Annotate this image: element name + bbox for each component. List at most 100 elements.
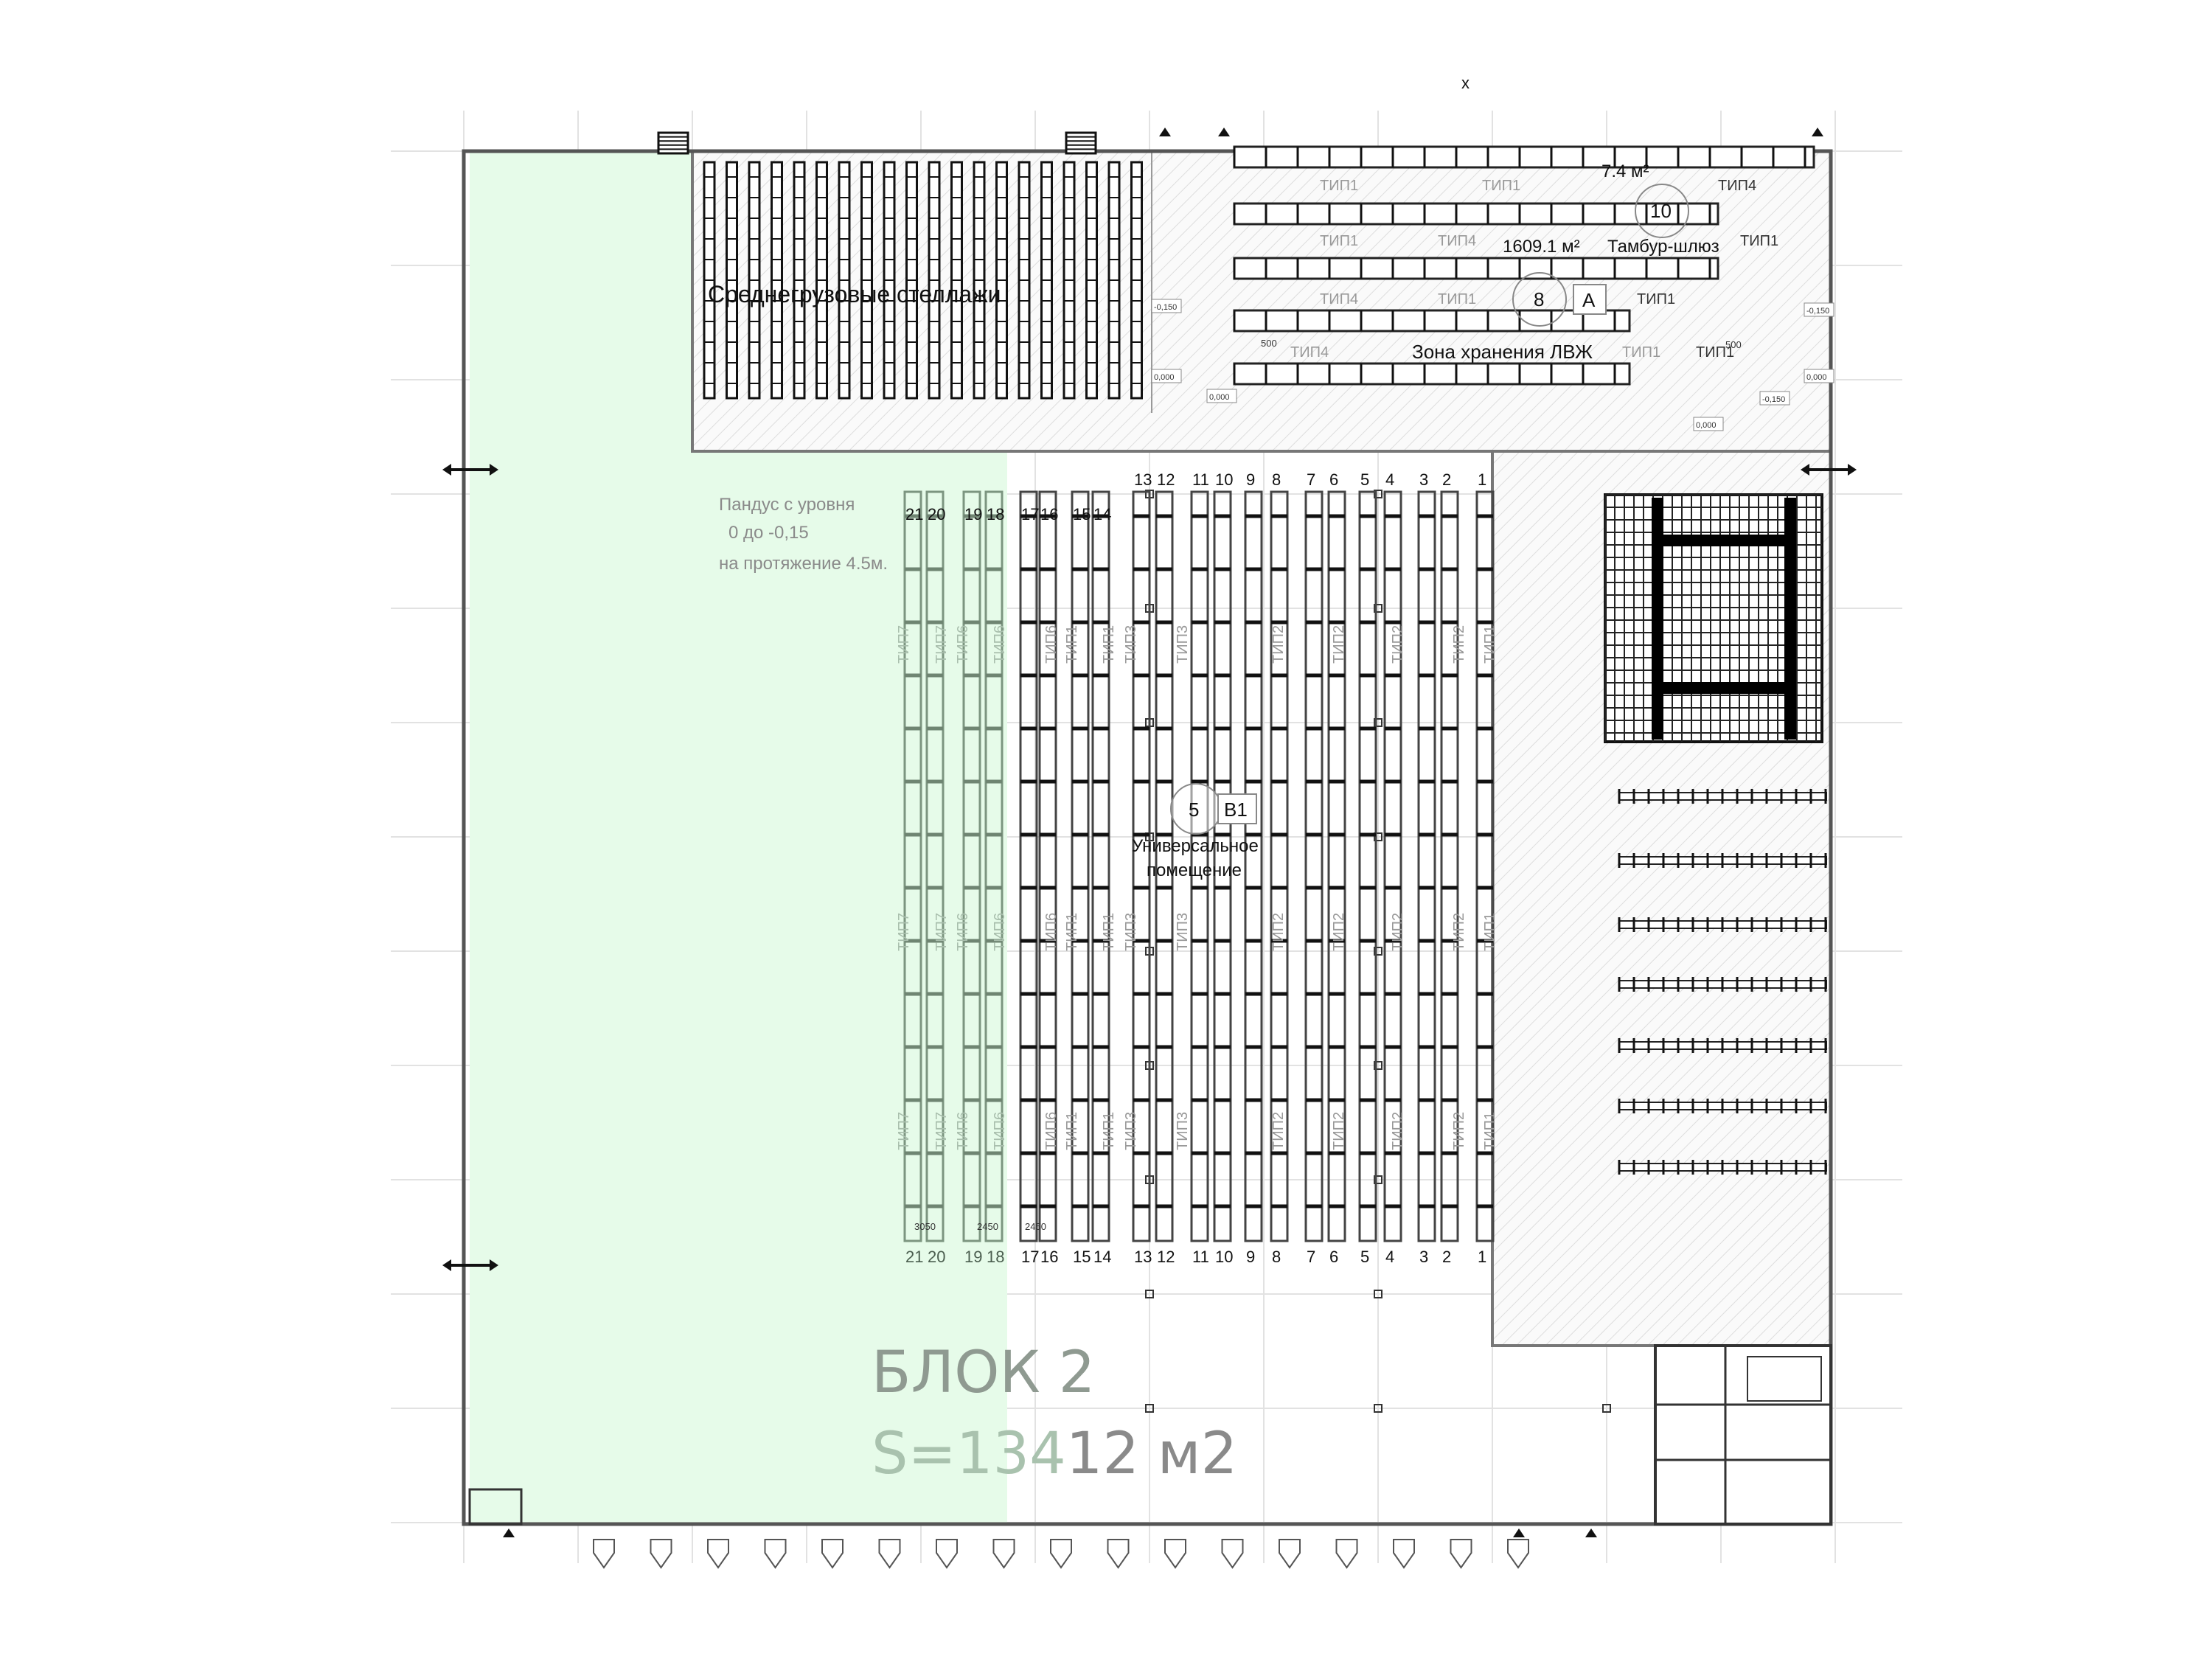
office-block [1654, 1344, 1832, 1526]
rack-type-label: ТИП2 [1390, 913, 1406, 951]
dock-door-icon [650, 1539, 672, 1569]
block-title: БЛОК 2 [872, 1340, 1095, 1406]
row-number-top: 21 [905, 505, 923, 524]
pallet-aisle [1784, 498, 1796, 740]
column-marker [1374, 490, 1382, 498]
rack-type-label: ТИП6 [955, 1112, 971, 1150]
lvzh-type-label: ТИП1 [1637, 291, 1675, 307]
dock-door-icon [1335, 1539, 1358, 1569]
universal-name-1: Универсальное [1132, 836, 1259, 856]
row-number-top: 14 [1093, 505, 1111, 524]
main-rack [1475, 490, 1495, 1242]
dock-door-icon [764, 1539, 787, 1569]
dimension-label: 500 [1261, 338, 1277, 349]
rack-type-label: ТИП2 [1451, 1112, 1467, 1150]
elevation-mark: 0,000 [1696, 421, 1717, 430]
main-rack [1270, 490, 1289, 1242]
rack-type-label: ТИП6 [1043, 913, 1060, 951]
pallet-aisle [1652, 498, 1663, 740]
exit-arrow-icon [1218, 128, 1230, 136]
building-outline [462, 149, 1833, 1526]
column-marker [1374, 718, 1382, 727]
column-marker [1374, 1061, 1382, 1070]
dock-door-icon [878, 1539, 901, 1569]
main-rack [1190, 490, 1209, 1242]
dimension-label: 3050 [914, 1221, 936, 1232]
dock-door-icon [593, 1539, 615, 1569]
rack-type-label: ТИП3 [1175, 913, 1191, 951]
column-marker [1374, 947, 1382, 956]
main-rack [1071, 490, 1090, 1242]
rack-type-label: ТИП7 [896, 913, 912, 951]
row-number-bottom: 20 [928, 1248, 945, 1266]
lvzh-type-label: ТИП1 [1320, 233, 1358, 249]
main-rack [984, 490, 1004, 1242]
rack-type-label: ТИП7 [896, 625, 912, 664]
dimension-label: 500 [1725, 339, 1742, 350]
lvzh-area-small: 7.4 м² [1601, 161, 1649, 181]
row-number-top: 2 [1442, 470, 1451, 489]
main-rack [1440, 490, 1459, 1242]
medium-racks-label: Среднегрузовые стеллажи [708, 281, 1001, 307]
rack-type-label: ТИП1 [1064, 1112, 1080, 1150]
dock-door-icon [1450, 1539, 1472, 1569]
rack-type-label: ТИП1 [1101, 625, 1117, 664]
universal-room-number: 5 [1189, 799, 1199, 821]
rack-type-label: ТИП3 [1175, 1112, 1191, 1150]
dock-door-icon [1507, 1539, 1529, 1569]
universal-name-2: помещение [1147, 860, 1242, 880]
row-number-bottom: 15 [1073, 1248, 1091, 1266]
rack-type-label: ТИП2 [1331, 913, 1347, 951]
rack-type-label: ТИП6 [955, 625, 971, 664]
lvzh-type-label: ТИП1 [1696, 344, 1734, 361]
elevation-box [1151, 369, 1182, 383]
lvzh-type-label: ТИП4 [1320, 291, 1358, 307]
corner-room [468, 1488, 523, 1526]
elevation-mark: -0,150 [1806, 307, 1829, 316]
row-number-bottom: 2 [1442, 1248, 1451, 1266]
stair-icon [657, 131, 689, 155]
row-number-top: 12 [1157, 470, 1175, 489]
main-rack [1091, 490, 1110, 1242]
rack-type-labels: ТИП7ТИП7ТИП7ТИП7ТИП7ТИП7ТИП6ТИП6ТИП6ТИП6… [896, 178, 1778, 1150]
exit-arrow-icon [1812, 128, 1823, 136]
exit-arrows [442, 128, 1857, 1537]
block-area-suffix: 12 м2 [1066, 1421, 1238, 1487]
row-number-top: 11 [1192, 470, 1209, 489]
main-rack [962, 490, 981, 1242]
lvzh-type-label: ТИП4 [1718, 178, 1756, 194]
room-number-circle [1635, 184, 1689, 238]
rack-type-label: ТИП6 [1043, 625, 1060, 664]
row-number-top: 5 [1360, 470, 1369, 489]
stair-icon [1065, 131, 1097, 155]
row-number-top: 3 [1419, 470, 1428, 489]
row-number-bottom: 5 [1360, 1248, 1369, 1266]
lvzh-area: 1609.1 м² [1503, 237, 1580, 257]
lvzh-type-label: ТИП4 [1290, 344, 1329, 361]
lvzh-rack [1233, 309, 1631, 333]
category-box [1573, 284, 1607, 315]
rack-type-label: ТИП7 [933, 1112, 950, 1150]
exit-arrow-icon [1513, 1528, 1525, 1537]
dimension-label: 2450 [1025, 1221, 1046, 1232]
dock-door-icon [1050, 1539, 1072, 1569]
row-number-top: 1 [1478, 470, 1486, 489]
main-rack [925, 490, 945, 1242]
main-rack [1019, 490, 1038, 1242]
row-number-bottom: 10 [1215, 1248, 1233, 1266]
block-2-area [470, 151, 1007, 1524]
lvzh-storage-zone [691, 150, 1832, 453]
zone-number-circle [1512, 272, 1567, 327]
lvzh-rack [1233, 145, 1815, 169]
rack-type-label: ТИП6 [992, 913, 1008, 951]
column-marker [1374, 1404, 1382, 1413]
lvzh-rack [1233, 362, 1631, 386]
row-number-bottom: 19 [964, 1248, 982, 1266]
elevation-box [1804, 302, 1834, 317]
rack-type-label: ТИП7 [896, 1112, 912, 1150]
row-number-bottom: 14 [1093, 1248, 1111, 1266]
elevation-box [1206, 389, 1237, 403]
row-number-top: 10 [1215, 470, 1233, 489]
row-number-bottom: 3 [1419, 1248, 1428, 1266]
